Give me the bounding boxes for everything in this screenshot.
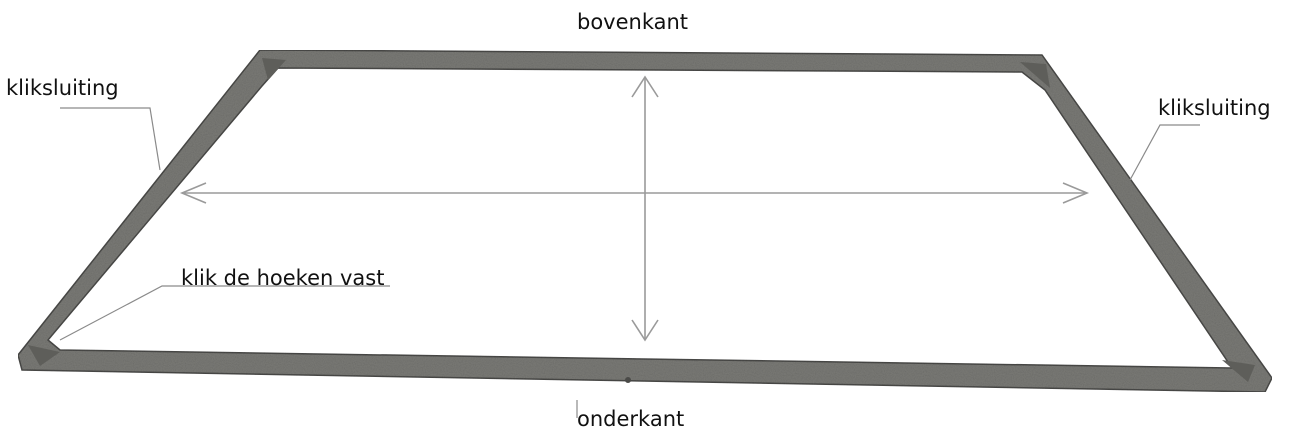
label-right-clip: kliksluiting (1158, 96, 1271, 120)
leader-left-clip (60, 107, 161, 171)
label-top-side: bovenkant (577, 10, 689, 34)
corner-clip-bottom-right (1222, 360, 1255, 382)
frame-border (17, 49, 1273, 393)
corner-clip-top-left (262, 58, 286, 80)
label-corner-clip: klik de hoeken vast (181, 266, 385, 290)
label-bottom-side: onderkant (577, 407, 685, 431)
label-left-clip: kliksluiting (6, 76, 119, 100)
horizontal-arrow (179, 182, 1090, 204)
leader-corner (59, 285, 390, 341)
vertical-arrow (631, 75, 659, 342)
leader-right-clip (1129, 124, 1200, 181)
bottom-clip (625, 377, 631, 383)
corner-clip-bottom-left (28, 345, 60, 366)
corner-clip-top-right (1020, 62, 1050, 88)
